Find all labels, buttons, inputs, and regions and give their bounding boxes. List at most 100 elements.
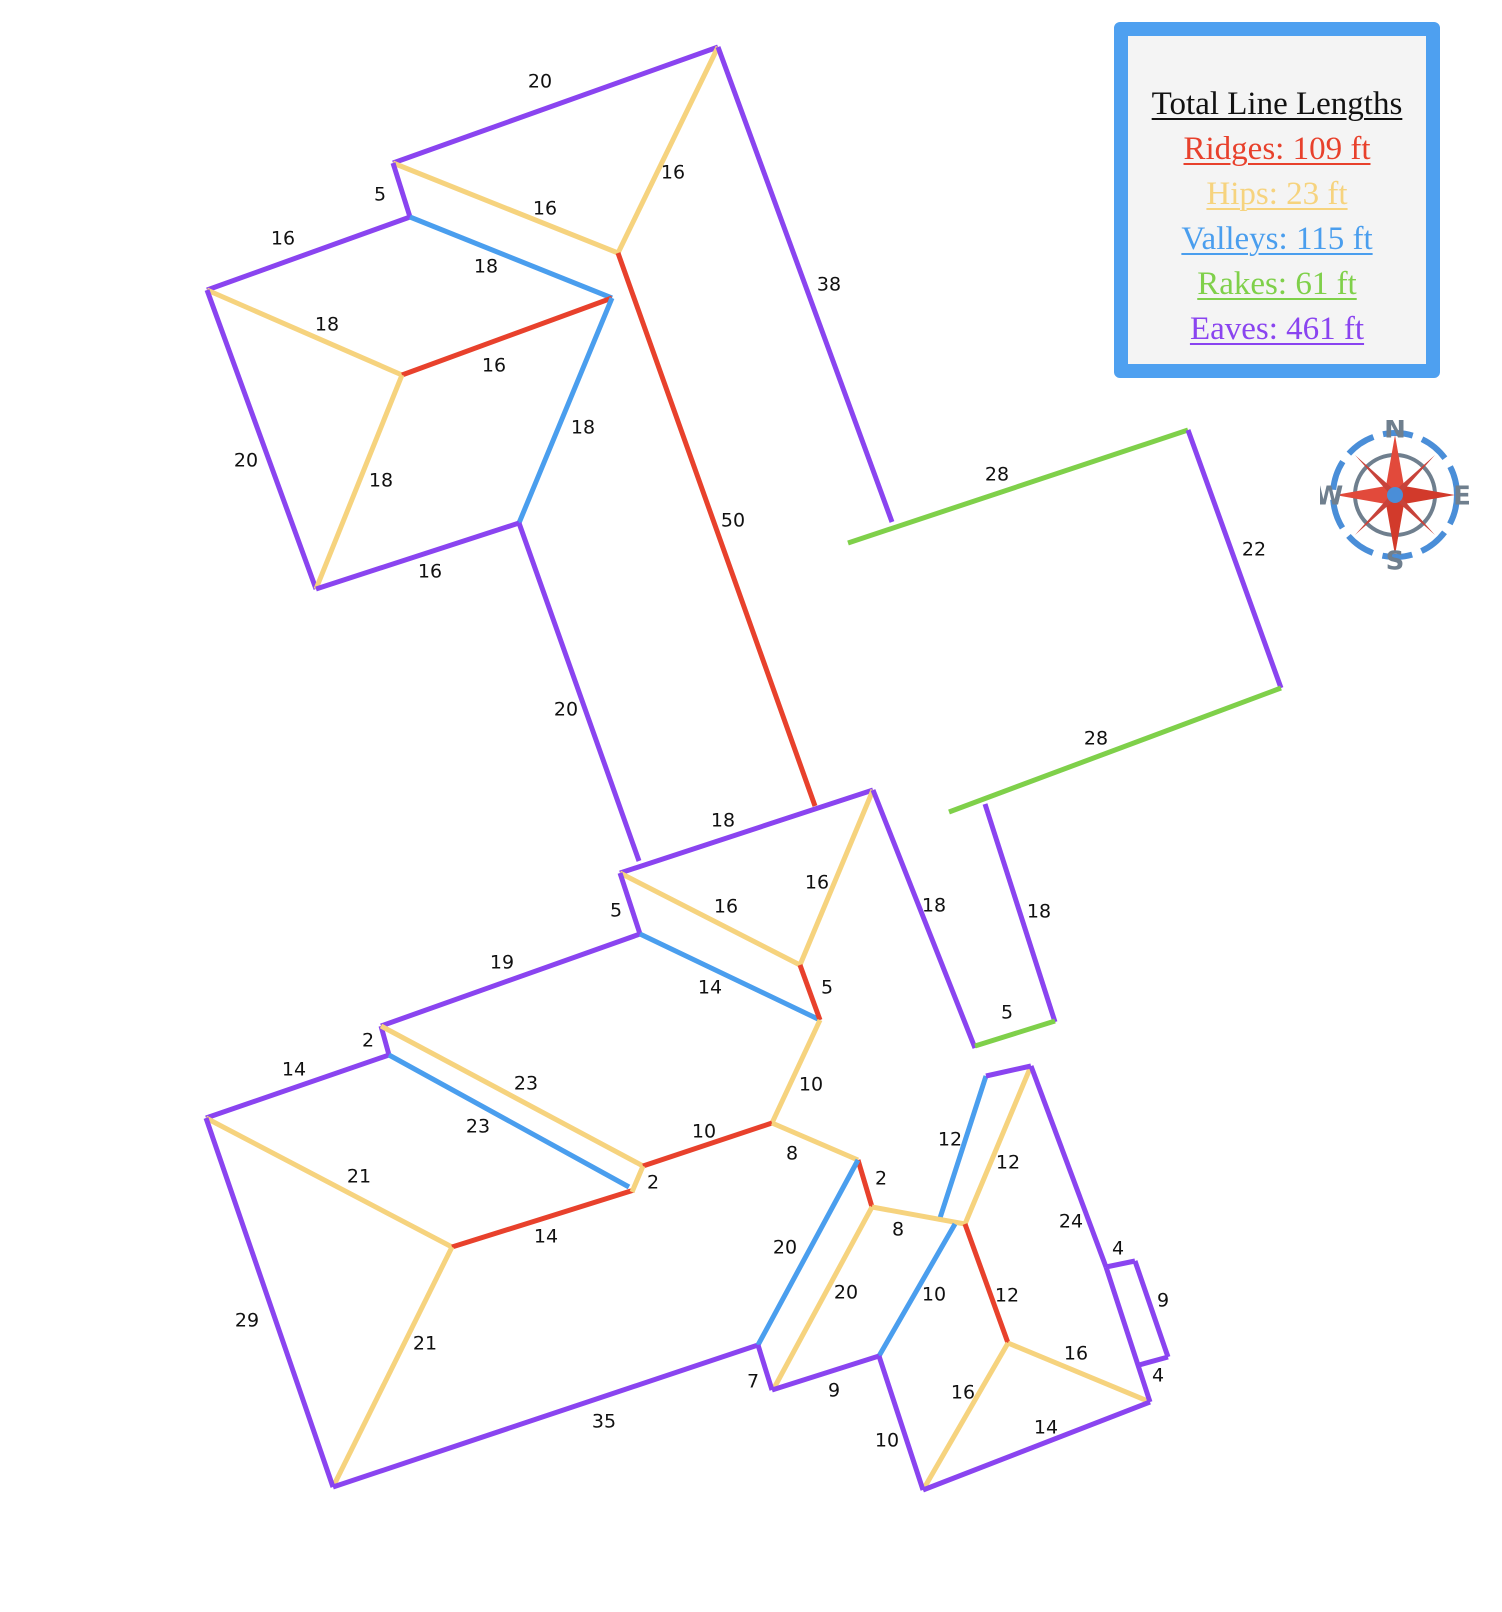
segment-length-label: 2 <box>647 1172 659 1194</box>
eaves-line-55 <box>771 1353 880 1393</box>
eaves-line-4 <box>206 214 411 293</box>
eaves-line-40 <box>203 1117 336 1488</box>
legend-eaves: Eaves: 461 ft <box>1189 311 1365 347</box>
ridges-line-37 <box>451 1187 635 1250</box>
eaves-line-51 <box>1132 1260 1171 1358</box>
segment-length-label: 8 <box>892 1219 904 1241</box>
segment-length-label: 18 <box>369 470 393 492</box>
segment-length-label: 18 <box>922 895 946 917</box>
hips-line-56 <box>920 1341 1011 1492</box>
segment-length-label: 23 <box>514 1073 538 1095</box>
segment-length-label: 10 <box>799 1074 823 1096</box>
eaves-line-41 <box>332 1342 759 1490</box>
segment-length-label: 16 <box>482 355 506 377</box>
compass-east-label: E <box>1453 482 1470 512</box>
segment-length-label: 9 <box>1157 1290 1169 1312</box>
segment-length-label: 28 <box>1084 728 1108 750</box>
segment-length-label: 10 <box>692 1121 716 1143</box>
segment-length-label: 18 <box>474 256 498 278</box>
roof-line-segments <box>203 44 1284 1493</box>
segment-length-label: 21 <box>413 1333 437 1355</box>
segment-length-label: 20 <box>834 1282 858 1304</box>
valleys-line-26 <box>638 931 822 1023</box>
segment-length-label: 16 <box>533 198 557 220</box>
segment-length-label: 19 <box>490 952 514 974</box>
segment-length-label: 23 <box>466 1116 490 1138</box>
ridges-line-35 <box>855 1159 875 1208</box>
eaves-line-28 <box>378 1025 392 1056</box>
segment-length-label: 50 <box>721 510 745 532</box>
compass-north-label: N <box>1384 420 1406 445</box>
ridges-line-7 <box>401 295 613 378</box>
valleys-line-45 <box>755 1158 861 1347</box>
eaves-line-29 <box>205 1052 390 1121</box>
segment-length-label: 10 <box>875 1430 899 1452</box>
eaves-line-14 <box>516 522 642 862</box>
hips-line-3 <box>615 45 721 255</box>
segment-length-label: 8 <box>786 1143 798 1165</box>
valleys-line-47 <box>876 1222 958 1358</box>
segment-length-label: 38 <box>817 274 841 296</box>
segment-length-label: 16 <box>271 228 295 250</box>
valleys-line-5 <box>409 214 613 301</box>
legend-valleys: Valleys: 115 ft <box>1181 221 1373 257</box>
legend-hips: Hips: 23 ft <box>1206 176 1348 212</box>
segment-length-label: 16 <box>714 896 738 918</box>
eaves-line-57 <box>922 1399 1151 1493</box>
valleys-line-42 <box>937 1075 989 1219</box>
segment-length-label: 2 <box>875 1168 887 1190</box>
segment-length-label: 14 <box>698 977 722 999</box>
segment-length-label: 14 <box>282 1059 306 1081</box>
segment-length-label: 10 <box>922 1284 946 1306</box>
ridges-line-27 <box>797 964 823 1021</box>
segment-length-label: 28 <box>985 464 1009 486</box>
segment-length-label: 18 <box>1027 901 1051 923</box>
eaves-line-54 <box>755 1344 775 1391</box>
segment-length-label: 20 <box>554 699 578 721</box>
hips-line-53 <box>1007 1340 1151 1405</box>
segment-length-label: 5 <box>821 977 833 999</box>
ridges-line-33 <box>642 1120 773 1169</box>
segment-length-label: 12 <box>938 1129 962 1151</box>
hips-line-43 <box>962 1065 1034 1225</box>
legend-title: Total Line Lengths <box>1151 86 1403 122</box>
hips-line-36 <box>204 1115 454 1250</box>
eaves-line-24 <box>617 872 643 935</box>
hips-line-30 <box>379 1023 645 1169</box>
segment-length-label: 4 <box>1112 1238 1124 1260</box>
roof-length-labels: 2016516161818161820181638502028222818161… <box>234 71 1266 1452</box>
hips-line-44 <box>871 1204 966 1227</box>
eaves-line-18 <box>619 787 874 876</box>
eaves-line-50 <box>1105 1258 1136 1270</box>
segment-length-label: 16 <box>418 561 442 583</box>
segment-length-label: 14 <box>1034 1417 1058 1439</box>
ridges-line-48 <box>962 1223 1011 1344</box>
segment-length-label: 16 <box>805 872 829 894</box>
segment-length-label: 20 <box>773 1237 797 1259</box>
hips-line-32 <box>769 1018 823 1125</box>
compass-rose-icon: N S E W <box>1320 420 1470 570</box>
segment-length-label: 4 <box>1152 1365 1164 1387</box>
eaves-line-60 <box>1103 1266 1153 1403</box>
eaves-line-21 <box>870 789 978 1049</box>
hips-line-39 <box>629 1165 646 1193</box>
hips-line-46 <box>770 1205 875 1392</box>
compass-south-label: S <box>1386 547 1405 571</box>
segment-length-label: 14 <box>534 1226 558 1248</box>
valleys-line-31 <box>387 1052 631 1190</box>
eaves-line-58 <box>876 1355 926 1491</box>
segment-length-label: 5 <box>610 900 622 922</box>
hips-line-6 <box>206 287 403 378</box>
eaves-line-49 <box>1028 1065 1109 1268</box>
eaves-line-16 <box>1185 429 1284 689</box>
eaves-line-12 <box>715 46 895 523</box>
hips-line-19 <box>618 870 802 968</box>
compass-west-label: W <box>1320 482 1343 512</box>
eaves-line-25 <box>380 931 641 1029</box>
segment-length-label: 12 <box>995 1285 1019 1307</box>
segment-length-label: 21 <box>347 1166 371 1188</box>
segment-length-label: 16 <box>951 1382 975 1404</box>
eaves-line-9 <box>204 289 319 590</box>
segment-length-label: 5 <box>374 184 386 206</box>
hips-line-38 <box>330 1245 455 1489</box>
